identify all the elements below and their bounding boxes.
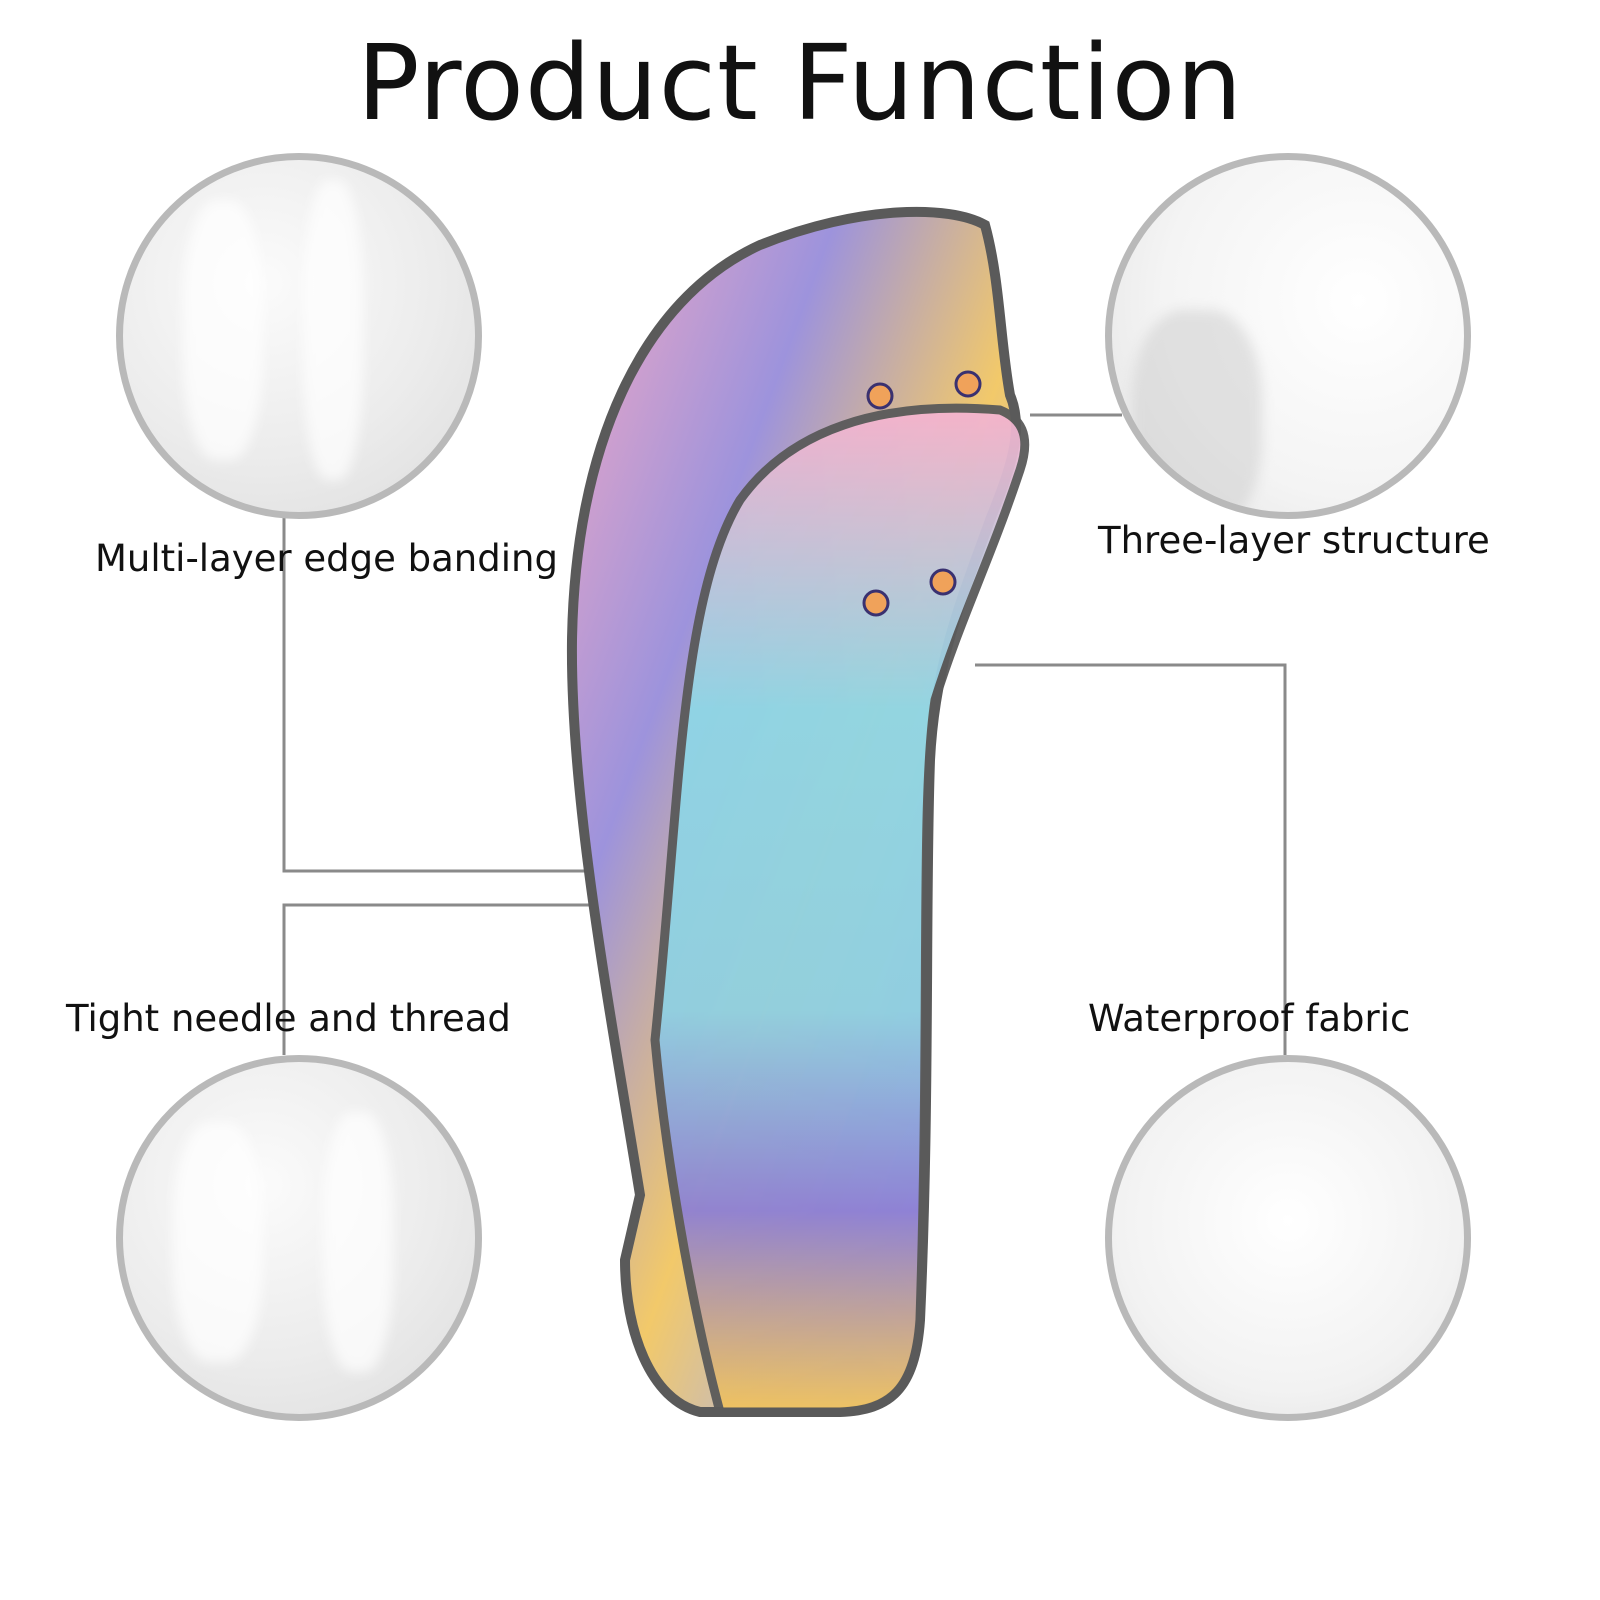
detail-circle-three-layer <box>1105 153 1471 519</box>
detail-circle-needle-thread <box>116 1055 482 1421</box>
feature-label-edge-banding: Multi-layer edge banding <box>95 537 558 580</box>
feature-label-waterproof: Waterproof fabric <box>1088 997 1411 1040</box>
cat-face-icon <box>862 370 982 617</box>
detail-circle-waterproof <box>1105 1055 1471 1421</box>
feature-label-three-layer: Three-layer structure <box>1098 519 1490 562</box>
feature-label-needle-thread: Tight needle and thread <box>66 997 511 1040</box>
page-title: Product Function <box>356 22 1244 144</box>
headcover-flap <box>650 403 1030 1417</box>
detail-circle-edge-banding <box>116 153 482 519</box>
